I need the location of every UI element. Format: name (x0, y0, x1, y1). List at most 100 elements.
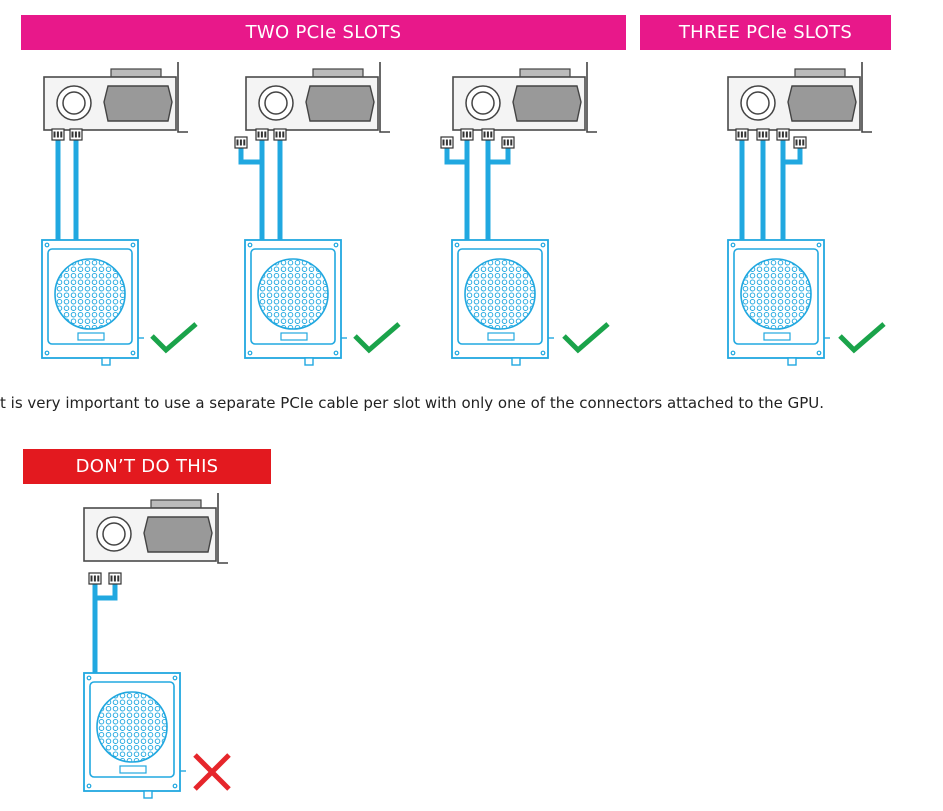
connector-pin (113, 575, 116, 582)
connector-pin (74, 131, 77, 138)
psu-screw (730, 350, 736, 356)
psu-fan-grille (96, 691, 168, 763)
check-icon (150, 322, 198, 354)
psu-icon (727, 239, 830, 366)
connector-pin (778, 131, 781, 138)
banner-three-pcie-slots-label: THREE PCIe SLOTS (678, 22, 853, 43)
psu-screw (247, 242, 253, 248)
psu-switch (101, 357, 111, 366)
psu-switch (304, 357, 314, 366)
connector-pin (510, 139, 513, 146)
psu-icon (41, 239, 144, 366)
gpu-top-edge (794, 68, 846, 78)
gpu-panel (305, 85, 375, 122)
psu-switch (511, 357, 521, 366)
gpu-top-edge (110, 68, 162, 78)
pcie-connector-icon (501, 136, 515, 149)
connector-pin (506, 139, 509, 146)
gpu-panel (143, 516, 213, 553)
connector-pin (795, 139, 798, 146)
connector-pin (264, 131, 267, 138)
psu-fan-grille (740, 258, 812, 330)
banner-two-pcie-slots: TWO PCIe SLOTS (21, 15, 626, 50)
connector-pin (78, 131, 81, 138)
connector-pin (761, 131, 764, 138)
psu-screw (333, 350, 339, 356)
psu-screw (130, 350, 136, 356)
pcie-connector-icon (440, 136, 454, 149)
pcie-cable (238, 148, 262, 165)
pcie-cable (92, 584, 118, 673)
gpu-bracket (379, 62, 390, 133)
psu-logo (280, 332, 308, 341)
psu-screw (333, 242, 339, 248)
psu-screw (172, 675, 178, 681)
pcie-connector-icon (793, 136, 807, 149)
psu-screw (540, 242, 546, 248)
cross-icon (193, 753, 231, 791)
gpu-fan-hub (62, 91, 86, 115)
connector-pin (781, 131, 784, 138)
connector-pin (469, 131, 472, 138)
gpu-fan-hub (102, 522, 126, 546)
gpu-fan-hub (471, 91, 495, 115)
pcie-connector-icon (735, 128, 749, 141)
connector-pin (56, 131, 59, 138)
gpu-bracket (177, 62, 188, 133)
connector-pin (257, 131, 260, 138)
connector-pin (785, 131, 788, 138)
pcie-connector-icon (51, 128, 65, 141)
psu-logo (77, 332, 105, 341)
psu-screw (130, 242, 136, 248)
cross-stroke (193, 753, 231, 791)
connector-pin (490, 131, 493, 138)
connector-pin (71, 131, 74, 138)
pcie-cable (444, 148, 467, 165)
check-icon (562, 322, 610, 354)
gpu-top-edge (150, 499, 202, 509)
connector-pin (765, 131, 768, 138)
connector-pin (282, 131, 285, 138)
pcie-connector-icon (234, 136, 248, 149)
psu-icon (451, 239, 554, 366)
psu-screw (540, 350, 546, 356)
connector-pin (503, 139, 506, 146)
check-icon (838, 322, 886, 354)
psu-screw (816, 242, 822, 248)
connector-pin (740, 131, 743, 138)
psu-switch (787, 357, 797, 366)
gpu-bracket (217, 493, 228, 564)
gpu-icon (452, 62, 597, 133)
pcie-connector-icon (108, 572, 122, 585)
psu-logo (487, 332, 515, 341)
psu-screw (44, 350, 50, 356)
connector-pin (110, 575, 113, 582)
connector-pin (483, 131, 486, 138)
banner-dont-do-this: DON’T DO THIS (23, 449, 271, 484)
psu-fan-grille (257, 258, 329, 330)
connector-pin (737, 131, 740, 138)
psu-icon (83, 672, 186, 799)
gpu-panel (103, 85, 173, 122)
connector-pin (486, 131, 489, 138)
psu-screw (454, 350, 460, 356)
connector-pin (758, 131, 761, 138)
check-icon (353, 322, 401, 354)
connector-pin (445, 139, 448, 146)
pcie-connector-icon (481, 128, 495, 141)
connector-pin (60, 131, 63, 138)
pcie-connector-icon (273, 128, 287, 141)
pcie-cable (783, 148, 803, 165)
connector-pin (275, 131, 278, 138)
pcie-cable (488, 148, 511, 165)
gpu-bracket (861, 62, 872, 133)
gpu-fan-hub (746, 91, 770, 115)
gpu-icon (43, 62, 188, 133)
connector-pin (798, 139, 801, 146)
connector-pin (260, 131, 263, 138)
psu-switch (143, 790, 153, 799)
gpu-bracket (586, 62, 597, 133)
psu-logo (763, 332, 791, 341)
psu-fan-grille (464, 258, 536, 330)
